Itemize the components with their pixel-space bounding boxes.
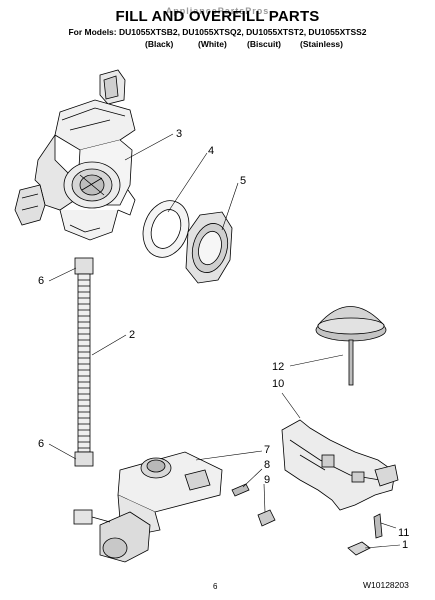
screw-part bbox=[231, 483, 250, 497]
page-number: 6 bbox=[213, 582, 218, 591]
color-black: (Black) bbox=[145, 39, 174, 49]
screw-part-2 bbox=[373, 513, 383, 539]
callout-4: 4 bbox=[208, 145, 215, 157]
corrugated-hose-part bbox=[74, 257, 94, 467]
fill-funnel-part bbox=[14, 69, 136, 241]
color-stainless: (Stainless) bbox=[300, 39, 343, 49]
models-line: For Models: DU1055XTSB2, DU1055XTSQ2, DU… bbox=[68, 27, 367, 37]
clip-part bbox=[347, 541, 371, 556]
float-part bbox=[315, 306, 387, 386]
callout-6-upper: 6 bbox=[38, 275, 45, 287]
callout-10: 10 bbox=[272, 378, 285, 390]
callout-11: 11 bbox=[398, 527, 410, 539]
document-part-number: W10128203 bbox=[363, 580, 409, 590]
watermark: AppliancePartsPros bbox=[165, 6, 270, 16]
callout-2: 2 bbox=[129, 329, 136, 341]
callout-9: 9 bbox=[264, 474, 271, 486]
callout-8: 8 bbox=[264, 459, 271, 471]
callout-12: 12 bbox=[272, 361, 285, 373]
page-title: FILL AND OVERFILL PARTS bbox=[115, 8, 320, 25]
gasket-ring-part bbox=[142, 200, 190, 258]
callout-3: 3 bbox=[176, 128, 183, 140]
leader-lines bbox=[48, 133, 401, 549]
callout-5: 5 bbox=[240, 175, 247, 187]
color-white: (White) bbox=[198, 39, 227, 49]
overfill-switch-bracket-part bbox=[281, 419, 399, 511]
callout-1: 1 bbox=[402, 539, 409, 551]
switch-part bbox=[257, 509, 276, 527]
nut-ring-part bbox=[185, 211, 233, 284]
callout-7: 7 bbox=[264, 444, 271, 456]
fill-valve-part bbox=[73, 451, 223, 563]
color-biscuit: (Biscuit) bbox=[247, 39, 281, 49]
callout-6-lower: 6 bbox=[38, 438, 45, 450]
